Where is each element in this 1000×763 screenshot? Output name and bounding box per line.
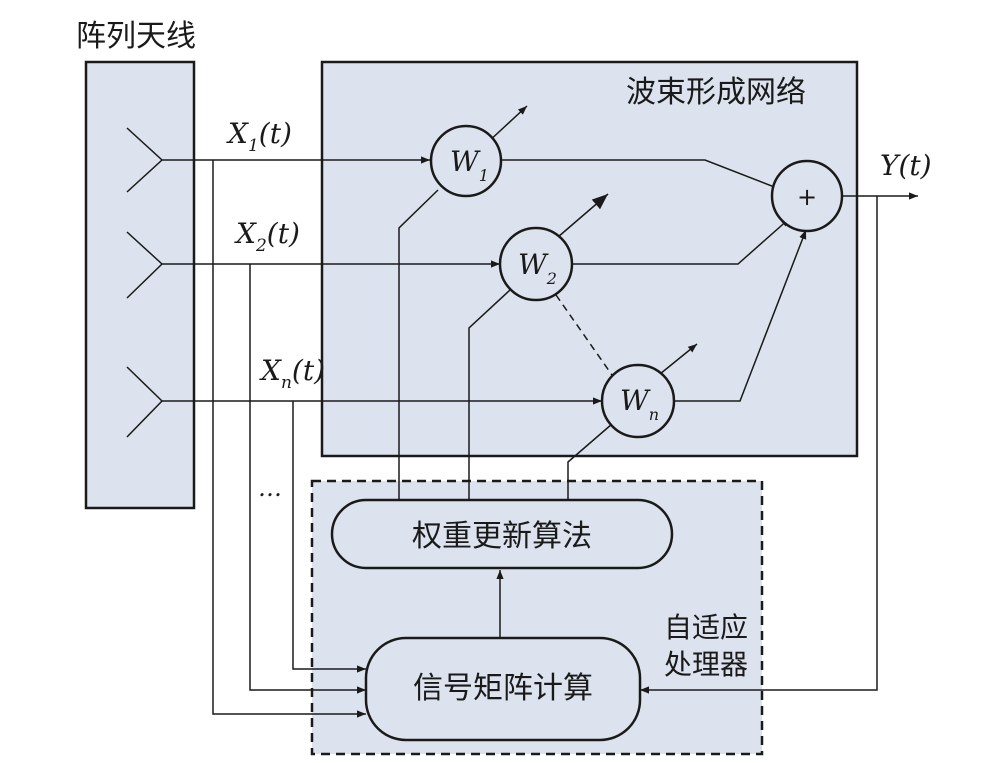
summer-node: + xyxy=(770,159,844,233)
weight-dashed-link xyxy=(555,294,613,376)
beamforming-network-panel xyxy=(320,60,859,458)
weight-n-label: Wn xyxy=(620,384,659,424)
weight2-adjust-arrow xyxy=(557,193,609,238)
weight-2-node: W2 xyxy=(498,226,574,302)
signal-matrix-box xyxy=(364,636,642,742)
weight2-to-sum xyxy=(572,217,791,265)
signal-matrix-label: 信号矩阵计算 xyxy=(413,671,593,706)
control-line-2 xyxy=(468,289,511,500)
adaptive-processor-label-line1: 自适应 xyxy=(664,611,748,644)
output-label: Y(t) xyxy=(880,149,932,182)
weight-2-label: W2 xyxy=(518,248,557,288)
weight-1-label: W1 xyxy=(450,145,489,185)
input-label-1: X1(t) xyxy=(226,117,292,156)
adaptive-processor-label-line2: 处理器 xyxy=(664,648,748,681)
tap-line-n xyxy=(292,401,366,673)
summer-symbol: + xyxy=(797,183,817,211)
feedback-line xyxy=(640,196,878,694)
weight-update-label: 权重更新算法 xyxy=(412,519,592,554)
weight1-to-sum xyxy=(502,159,783,191)
tap-line-1 xyxy=(212,160,366,718)
array-antenna-title: 阵列天线 xyxy=(76,19,196,54)
beamforming-network-title: 波束形成网络 xyxy=(626,75,806,110)
tap-line-2 xyxy=(249,264,366,694)
weight-n-node: Wn xyxy=(600,363,676,439)
weightn-adjust-arrow xyxy=(659,343,698,375)
control-line-1 xyxy=(398,189,439,500)
weight-1-node: W1 xyxy=(429,124,503,198)
ellipsis-text: … xyxy=(258,474,282,502)
weightn-to-sum xyxy=(674,229,807,402)
input-label-2: X2(t) xyxy=(234,217,300,256)
weight1-adjust-arrow xyxy=(486,105,528,144)
weight-update-box xyxy=(330,498,674,570)
input-label-n: Xn(t) xyxy=(259,354,325,393)
control-line-n xyxy=(567,423,613,500)
